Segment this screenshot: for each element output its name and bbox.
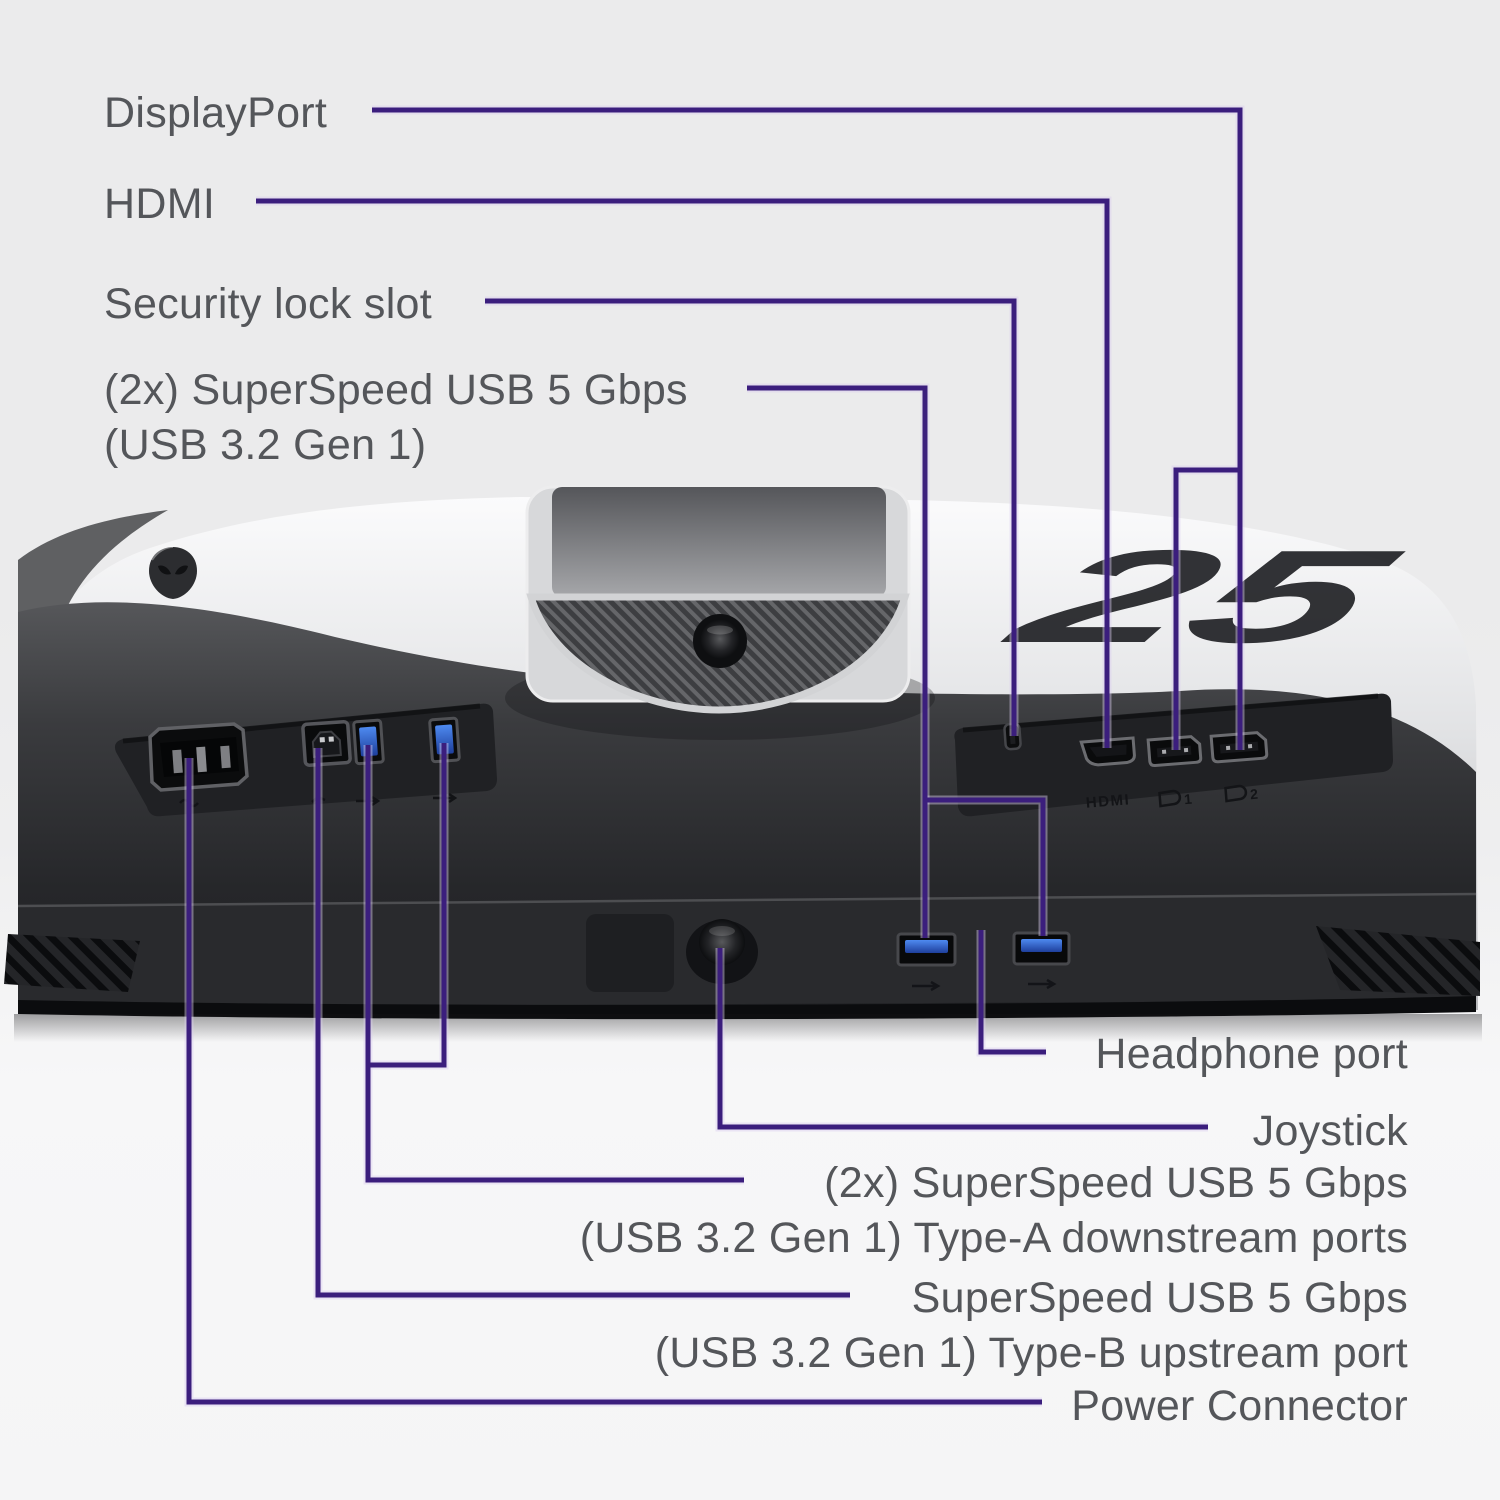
- callout-line-usb-type-a: [365, 745, 744, 1183]
- callout-line-hdmi: [256, 198, 1110, 748]
- stand-mount-column: [525, 485, 911, 714]
- label-usb-downstream-bottom: (2x) SuperSpeed USB 5 Gbps (USB 3.2 Gen …: [580, 1156, 1408, 1266]
- label-joystick: Joystick: [1252, 1107, 1408, 1155]
- label-line-1: (2x) SuperSpeed USB 5 Gbps: [824, 1159, 1408, 1207]
- hdmi-port-marking: HDMI: [1085, 791, 1131, 811]
- callout-lines: [186, 107, 1243, 1405]
- displayport-logo-icon: 2: [1224, 784, 1259, 803]
- label-line-1: SuperSpeed USB 5 Gbps: [911, 1274, 1408, 1322]
- dp2-number: 2: [1249, 786, 1258, 803]
- label-security-lock: Security lock slot: [104, 280, 433, 328]
- superspeed-usb-icon: [1028, 978, 1057, 990]
- label-line-2: (USB 3.2 Gen 1) Type-B upstream port: [654, 1329, 1408, 1377]
- label-line-2: (USB 3.2 Gen 1) Type-A downstream ports: [579, 1214, 1408, 1262]
- joystick-recess: [586, 914, 674, 992]
- label-usb-downstream-top: (2x) SuperSpeed USB 5 Gbps (USB 3.2 Gen …: [104, 363, 688, 473]
- usb-type-a-port: [896, 932, 957, 967]
- ground-shadow: [14, 1014, 1482, 1042]
- usb-type-a-port: [352, 718, 385, 766]
- rear-port-recess-right: HDMI 1 2: [954, 693, 1393, 817]
- label-line-1: (2x) SuperSpeed USB 5 Gbps: [104, 366, 688, 414]
- callout-line-displayport: [372, 107, 1243, 750]
- hdmi-port: [1079, 736, 1136, 767]
- dp1-number: 1: [1183, 791, 1192, 808]
- callout-line-usb-downstream-top: [747, 385, 928, 938]
- superspeed-usb-icon: [912, 980, 941, 992]
- label-headphone: Headphone port: [1095, 1030, 1408, 1078]
- power-inlet-port: [148, 722, 249, 792]
- callout-line-power: [186, 758, 1042, 1405]
- usb-type-a-port: [1012, 931, 1071, 966]
- label-usb-upstream: SuperSpeed USB 5 Gbps (USB 3.2 Gen 1) Ty…: [655, 1271, 1408, 1381]
- usb-type-b-port: [301, 719, 352, 767]
- displayport-port-1: [1146, 735, 1203, 768]
- vent-grille: [4, 934, 140, 992]
- callout-line-usb-downstream-top-branch: [925, 797, 1046, 936]
- bottom-strip-ridge: [17, 892, 1477, 908]
- displayport-logo-icon: 1: [1158, 789, 1193, 808]
- monitor-bottom-edge: [18, 996, 1476, 1020]
- callout-line-joystick: [717, 948, 1208, 1130]
- callout-line-usb-upstream: [315, 748, 850, 1298]
- rear-port-recess-left: [114, 703, 497, 817]
- callout-line-displayport-branch: [1173, 467, 1240, 750]
- callout-line-headphone: [978, 930, 1046, 1055]
- vent-grille: [1316, 926, 1480, 996]
- label-hdmi: HDMI: [104, 180, 216, 228]
- label-displayport: DisplayPort: [104, 89, 328, 137]
- callout-line-security-lock: [485, 298, 1017, 736]
- callout-line-usb-type-a-branch: [368, 743, 447, 1068]
- label-power: Power Connector: [1071, 1382, 1408, 1430]
- label-line-2: (USB 3.2 Gen 1): [104, 421, 427, 469]
- alienware-logo-icon: [149, 546, 197, 599]
